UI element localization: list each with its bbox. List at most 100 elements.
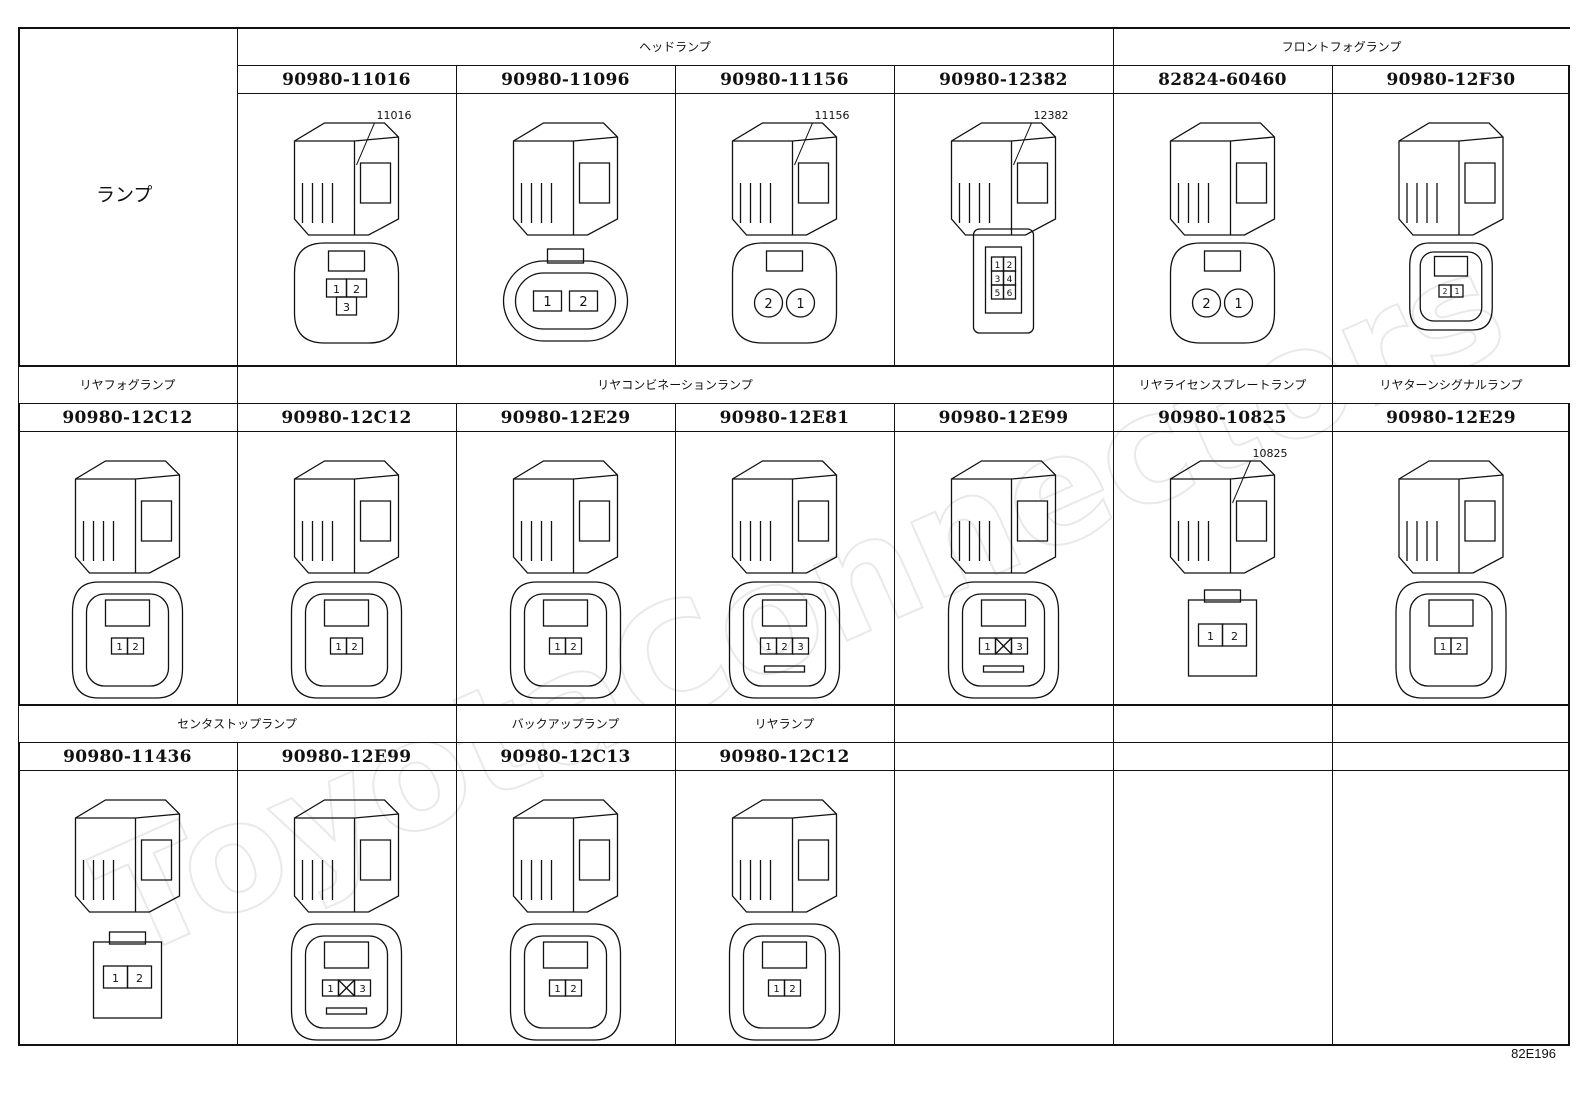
housing-outline <box>293 460 400 574</box>
latch <box>765 250 804 272</box>
connector-front-view <box>728 923 841 1041</box>
housing-edge <box>1399 474 1504 573</box>
part-number: 90980-11436 <box>63 747 192 767</box>
group-header-cell <box>238 29 1113 65</box>
pin-cavity <box>345 637 364 655</box>
lock-window <box>1235 500 1268 542</box>
connector-front-view <box>290 581 403 699</box>
pin-label: 3 <box>797 642 803 653</box>
group-header-cell <box>1114 29 1570 65</box>
pin-cavity <box>564 979 583 997</box>
lock-window <box>797 500 830 542</box>
connector-front-view <box>947 581 1060 699</box>
connector-iso-view <box>731 799 838 913</box>
housing-outline <box>1398 460 1504 574</box>
lock-window <box>359 500 392 542</box>
latch <box>1203 250 1242 272</box>
pin-cavity <box>1450 284 1464 298</box>
lock-window <box>359 162 392 204</box>
pin-cavity <box>335 296 358 316</box>
pin-label: 2 <box>351 642 357 653</box>
pin-label: 2 <box>579 295 587 310</box>
connector-iso-view <box>293 460 400 574</box>
pin-cavity <box>1010 637 1029 655</box>
housing-outline <box>731 799 838 913</box>
pin-label: 1 <box>1440 642 1446 653</box>
connector-front-view <box>728 581 841 699</box>
pin-label: 1 <box>765 642 771 653</box>
group-header: リヤフォグランプ <box>79 378 176 392</box>
pin-label: 2 <box>764 297 772 312</box>
face-inner <box>85 593 170 687</box>
face-outline <box>92 941 163 1019</box>
housing-outline <box>731 122 838 236</box>
connector-iso-view <box>950 460 1057 574</box>
connector-iso-view <box>1398 122 1504 236</box>
part-number: 90980-12E29 <box>1386 408 1516 428</box>
connector-iso-view <box>74 799 181 913</box>
pin-label: 4 <box>1007 275 1013 285</box>
lock-window <box>578 839 611 881</box>
blank-cavity-mark <box>995 637 1012 655</box>
callout-label: 11156 <box>815 109 850 122</box>
housing-outline <box>293 799 400 913</box>
connector-iso-view <box>293 122 400 236</box>
face-outline <box>509 923 622 1041</box>
lock-window <box>1016 162 1049 204</box>
pin-cavity <box>564 637 583 655</box>
group-header-cell <box>1114 367 1332 403</box>
lock-window <box>1464 500 1496 542</box>
blank-cavity-mark <box>338 979 355 997</box>
column-divider <box>1332 27 1333 1046</box>
face-outline <box>1395 581 1507 699</box>
pin-label: 3 <box>359 984 365 995</box>
housing-edge <box>1170 136 1275 235</box>
housing-edge <box>1399 136 1504 235</box>
connector-iso-view <box>74 460 181 574</box>
lock-window <box>797 162 830 204</box>
face-outline <box>728 581 841 699</box>
face-inner <box>984 246 1023 314</box>
corner-label: ランプ <box>96 184 153 206</box>
connector-front-view <box>71 581 184 699</box>
pin-cavity <box>791 637 810 655</box>
housing-edge <box>513 813 618 912</box>
latch <box>1428 599 1474 627</box>
latch <box>1433 255 1469 277</box>
pin-label: 6 <box>1007 289 1013 299</box>
lock-window <box>578 500 611 542</box>
group-header-cell <box>457 706 675 742</box>
part-number: 90980-12F30 <box>1386 70 1516 90</box>
row-divider <box>18 365 1570 367</box>
pin-label: 1 <box>112 972 119 985</box>
face-inner <box>961 593 1046 687</box>
lock-window <box>578 162 611 204</box>
pin-label: 2 <box>570 642 576 653</box>
housing-edge <box>75 813 180 912</box>
pin-label: 2 <box>570 984 576 995</box>
housing-edge <box>294 136 399 235</box>
housing-outline <box>1169 460 1276 574</box>
lock-window <box>140 500 173 542</box>
pin-label: 1 <box>995 261 1001 271</box>
latch <box>542 941 589 969</box>
latch <box>323 941 370 969</box>
pin-label: 2 <box>353 283 360 296</box>
housing-edge <box>732 136 837 235</box>
face-inner <box>742 593 827 687</box>
pin-cavity <box>1223 288 1254 318</box>
latch <box>108 931 147 945</box>
connector-iso-view <box>731 460 838 574</box>
housing-edge <box>732 474 837 573</box>
part-number: 90980-12E99 <box>281 747 412 767</box>
pin-label: 2 <box>136 972 143 985</box>
